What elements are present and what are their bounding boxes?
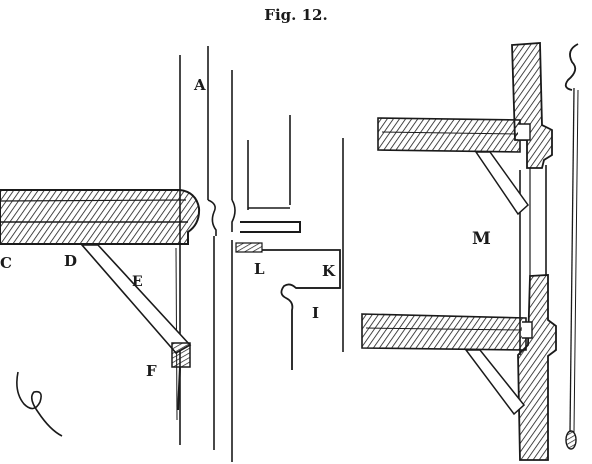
moulding-section [235, 115, 344, 370]
brace-e [80, 244, 192, 355]
upper-brace [474, 151, 530, 216]
wall-a-right-notch [231, 199, 236, 232]
left-beam [0, 189, 201, 245]
wall-a-notch [207, 199, 217, 236]
label-e: E [132, 274, 143, 290]
plumb-hook [564, 43, 579, 91]
central-wall [207, 46, 236, 462]
lower-joist [361, 313, 527, 351]
plumb-line-2 [573, 89, 579, 433]
mould-ogee [262, 249, 341, 370]
right-wall-lower [517, 274, 557, 461]
scribble-mark [16, 371, 63, 437]
label-f: F [146, 362, 157, 380]
lower-brace [464, 349, 526, 416]
upper-joist-tenon [518, 123, 531, 141]
lower-joist-tenon [522, 321, 533, 339]
label-m: M [472, 229, 491, 249]
mould-sill [235, 242, 263, 253]
left-beam-line-top [0, 199, 187, 202]
left-beam-section [0, 55, 201, 445]
right-wall-section [361, 42, 579, 461]
bracket-tail [177, 366, 181, 411]
upper-joist-line [381, 131, 519, 135]
upper-joist [377, 117, 521, 153]
lower-joist-line [365, 327, 523, 331]
label-a: A [193, 76, 206, 94]
figure-title: Fig. 12. [264, 6, 328, 24]
label-i: I [312, 304, 319, 322]
mould-step [240, 221, 301, 233]
bracket-foot [171, 342, 191, 368]
plumb-bob [565, 430, 577, 450]
plumb-line [569, 87, 575, 433]
label-k: K [322, 262, 336, 280]
label-d: D [64, 252, 77, 270]
label-l: L [254, 260, 265, 278]
label-c: C [0, 254, 12, 272]
